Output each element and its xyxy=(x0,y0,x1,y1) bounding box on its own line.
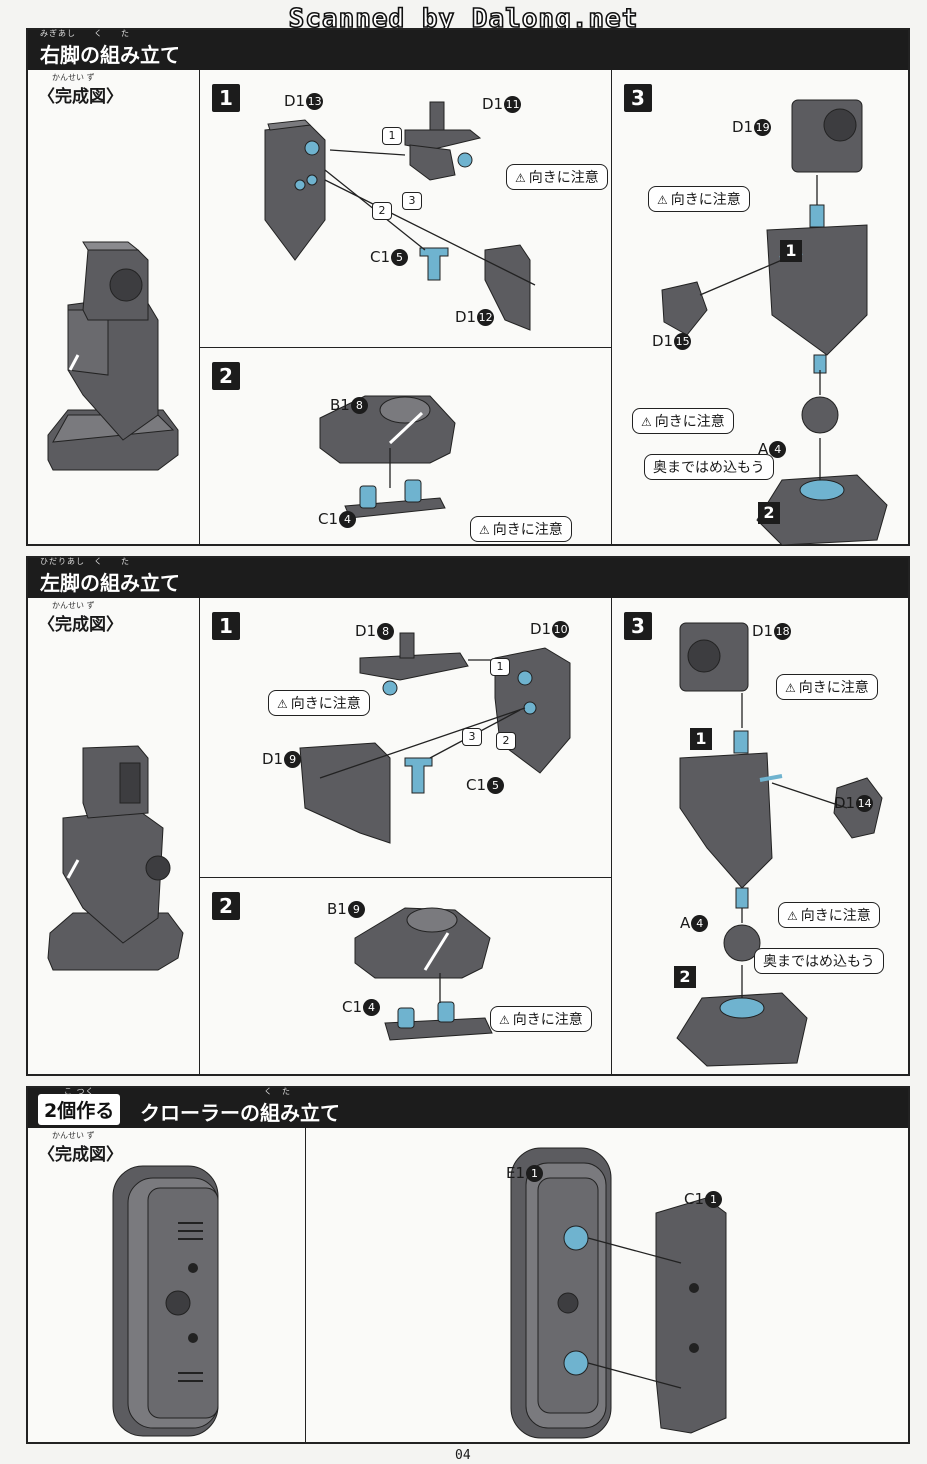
step-number: 3 xyxy=(624,612,652,640)
page-number: 04 xyxy=(455,1448,471,1463)
sub-step-marker: 1 xyxy=(780,240,802,262)
complete-figure-cell: かんせい ず 〈完成図〉 xyxy=(28,70,200,546)
warning-icon: ⚠ xyxy=(657,193,668,207)
step-number: 1 xyxy=(212,612,240,640)
warning-icon: ⚠ xyxy=(787,909,798,923)
orientation-warning: ⚠向きに注意 xyxy=(632,408,734,434)
badge-ruby: こ つく xyxy=(64,1087,95,1096)
orientation-warning: ⚠向きに注意 xyxy=(778,902,880,928)
section-right-leg: みぎあし く た 右脚の組み立て かんせい ず 〈完成図〉 1 xyxy=(26,28,910,546)
orientation-warning: ⚠向きに注意 xyxy=(506,164,608,190)
orientation-warning: ⚠向きに注意 xyxy=(470,516,572,542)
sub-step-marker: 1 xyxy=(690,728,712,750)
warning-icon: ⚠ xyxy=(785,681,796,695)
step-1-illustration xyxy=(299,632,571,844)
step-2-illustration xyxy=(319,395,456,519)
section-header: みぎあし く た 右脚の組み立て xyxy=(28,29,908,70)
section-crawler: 2個作る こ つく く た クローラーの組み立て かんせい ず 〈完成図〉 xyxy=(26,1086,910,1444)
order-marker: 3 xyxy=(462,728,482,746)
step-number: 1 xyxy=(212,84,240,112)
section-header: ひだりあし く た 左脚の組み立て xyxy=(28,557,908,598)
section-title: 左脚の組み立て xyxy=(40,571,180,595)
title-ruby: く た xyxy=(264,1087,291,1096)
complete-label: かんせい ず 〈完成図〉 xyxy=(38,601,123,635)
complete-ruby: かんせい ず xyxy=(52,73,95,82)
step-2-illustration xyxy=(354,907,493,1041)
section-left-leg: ひだりあし く た 左脚の組み立て かんせい ず 〈完成図〉 1 xyxy=(26,556,910,1076)
order-marker: 2 xyxy=(496,732,516,750)
title-ruby: ひだりあし く た xyxy=(40,557,130,566)
orientation-warning: ⚠向きに注意 xyxy=(648,186,750,212)
orientation-warning: ⚠向きに注意 xyxy=(776,674,878,700)
push-in-note: 奥まではめ込もう xyxy=(644,454,774,480)
section-header: 2個作る こ つく く た クローラーの組み立て xyxy=(28,1087,908,1128)
title-ruby: みぎあし く た xyxy=(40,29,130,38)
sub-step-marker: 2 xyxy=(758,502,780,524)
warning-icon: ⚠ xyxy=(515,171,526,185)
warning-icon: ⚠ xyxy=(641,415,652,429)
complete-figure-cell: かんせい ず 〈完成図〉 xyxy=(28,1128,306,1444)
order-marker: 1 xyxy=(490,658,510,676)
complete-ruby: かんせい ず xyxy=(52,1131,95,1140)
complete-label: かんせい ず 〈完成図〉 xyxy=(38,73,123,107)
complete-ruby: かんせい ず xyxy=(52,601,95,610)
step-number: 2 xyxy=(212,892,240,920)
push-in-note: 奥まではめ込もう xyxy=(754,948,884,974)
section-title: 右脚の組み立て xyxy=(40,43,180,67)
make-two-badge: 2個作る xyxy=(38,1094,121,1125)
right-leg-complete-illustration xyxy=(47,241,179,471)
crawler-complete-illustration xyxy=(112,1165,219,1437)
warning-icon: ⚠ xyxy=(499,1013,510,1027)
complete-figure-cell: かんせい ず 〈完成図〉 xyxy=(28,598,200,1076)
left-leg-complete-illustration xyxy=(47,745,184,971)
orientation-warning: ⚠向きに注意 xyxy=(490,1006,592,1032)
section-title: クローラーの組み立て xyxy=(140,1101,340,1125)
order-marker: 3 xyxy=(402,192,422,210)
step-number: 3 xyxy=(624,84,652,112)
sub-step-marker: 2 xyxy=(674,966,696,988)
step-number: 2 xyxy=(212,362,240,390)
warning-icon: ⚠ xyxy=(277,697,288,711)
orientation-warning: ⚠向きに注意 xyxy=(268,690,370,716)
step-3-illustration xyxy=(676,622,883,1067)
order-marker: 2 xyxy=(372,202,392,220)
step-1-illustration xyxy=(264,101,536,331)
crawler-step-illustration xyxy=(510,1147,727,1439)
order-marker: 1 xyxy=(382,127,402,145)
complete-label: かんせい ず 〈完成図〉 xyxy=(38,1131,123,1165)
warning-icon: ⚠ xyxy=(479,523,490,537)
